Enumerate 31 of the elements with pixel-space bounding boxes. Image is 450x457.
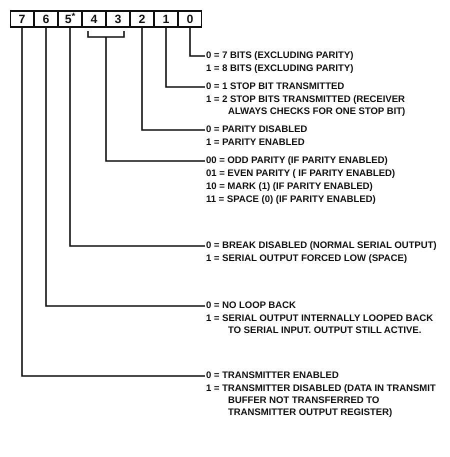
- bit-value-description: 01 = EVEN PARITY ( IF PARITY ENABLED): [206, 168, 396, 180]
- register-bit-cell: 1: [154, 10, 178, 28]
- register-bit-cell: 0: [178, 10, 202, 28]
- bit-value-description: 1 = 8 BITS (EXCLUDING PARITY): [206, 63, 354, 75]
- bit-value-description: 1 = SERIAL OUTPUT INTERNALLY LOOPED BACK TO SERIAL INPUT. OUTPUT STILL ACTIVE.: [206, 313, 434, 337]
- bit-value-description: 0 = BREAK DISABLED (NORMAL SERIAL OUTPUT): [206, 240, 438, 252]
- register-bit-cell: 7: [10, 10, 34, 28]
- bit-value-description: 0 = PARITY DISABLED: [206, 124, 308, 136]
- bit-value-description: 1 = TRANSMITTER DISABLED (DATA IN TRANSMIT BUFFER NOT TRANSFERRED TO TRANSMITTER OUTPUT REGISTER): [206, 383, 437, 419]
- register-bit-cell: 5$^{*}$: [58, 10, 82, 28]
- bit-value-description: 00 = ODD PARITY (IF PARITY ENABLED): [206, 155, 389, 167]
- bit-value-description: 0 = TRANSMITTER ENABLED: [206, 370, 340, 382]
- leader-line: [165, 28, 205, 88]
- leader-line: [45, 28, 205, 307]
- bit-value-description: 0 = 1 STOP BIT TRANSMITTED: [206, 81, 346, 93]
- bit-value-description: 10 = MARK (1) (IF PARITY ENABLED): [206, 181, 374, 193]
- leader-line: [189, 28, 205, 57]
- bit-value-description: 1 = 2 STOP BITS TRANSMITTED (RECEIVER ALWAYS CHECKS FOR ONE STOP BIT): [206, 94, 406, 118]
- register-bit-cell: 3: [106, 10, 130, 28]
- register-bit-cell: 6: [34, 10, 58, 28]
- bit-value-description: 1 = SERIAL OUTPUT FORCED LOW (SPACE): [206, 253, 408, 265]
- bit-value-description: 11 = SPACE (0) (IF PARITY ENABLED): [206, 194, 377, 206]
- bracket-leader-line: [87, 30, 206, 162]
- leader-line: [21, 28, 205, 377]
- register-bit-cell: 4: [82, 10, 106, 28]
- bit-value-description: 1 = PARITY ENABLED: [206, 137, 306, 149]
- bit-value-description: 0 = 7 BITS (EXCLUDING PARITY): [206, 50, 354, 62]
- leader-line: [69, 28, 205, 247]
- register-bit-cell: 2: [130, 10, 154, 28]
- bit-value-description: 0 = NO LOOP BACK: [206, 300, 297, 312]
- leader-line: [141, 28, 205, 131]
